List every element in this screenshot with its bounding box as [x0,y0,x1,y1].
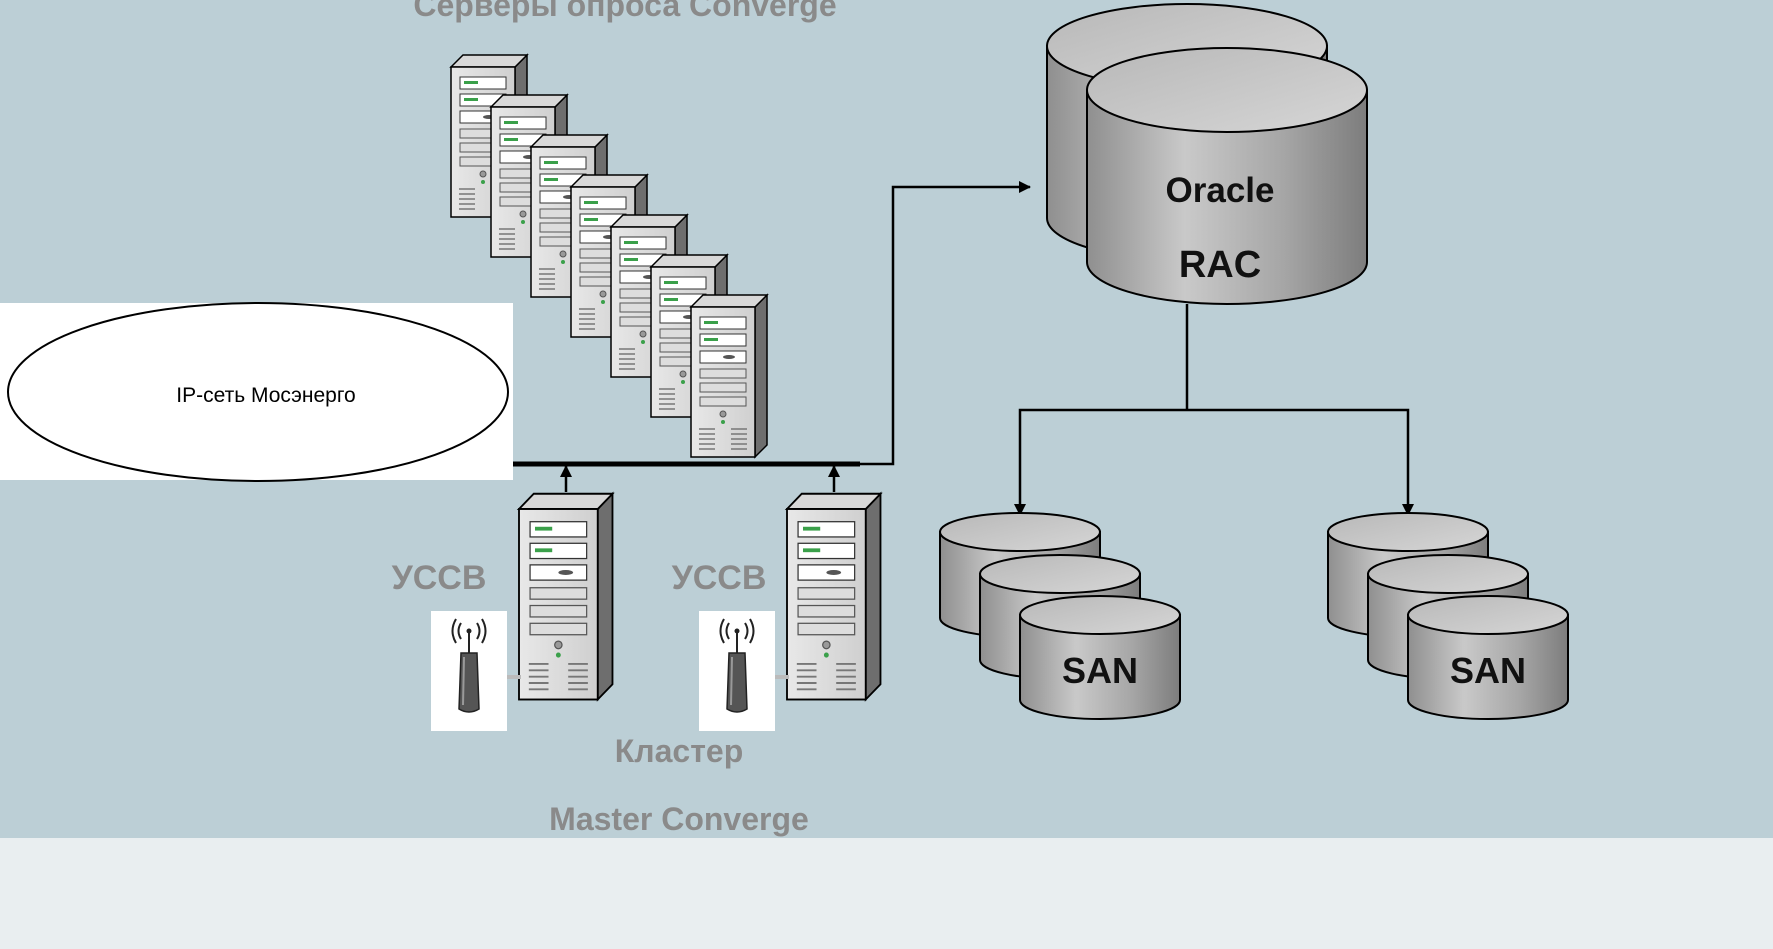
network-label: IP-сеть Мосэнерго [176,384,355,407]
oracle-to-san2-arrow [1187,408,1414,516]
database-front-icon [1086,47,1368,305]
network-ellipse [7,302,509,482]
storage-disk-icon [1019,595,1181,720]
oracle-label: Oracle [1166,171,1275,210]
antenna-icon [430,610,508,732]
oracle-to-san1-arrow [1014,408,1187,516]
node-label-1: УССВ [392,559,487,597]
node-label-2: УССВ [672,559,767,597]
server-icon [690,294,768,458]
san-storage-2: SAN [1327,512,1569,720]
cluster-label: Кластер [615,733,743,769]
network-bus [513,181,1031,492]
san-label-1: SAN [1062,650,1138,691]
bottom-strip [0,838,1773,949]
san-label-2: SAN [1450,650,1526,691]
polling-servers-title: Серверы опроса Converge [413,0,836,23]
san-storage-1: SAN [939,512,1181,720]
master-converge-label: Master Converge [549,801,809,837]
rac-label: RAC [1179,244,1261,286]
cluster-server-icon [786,492,882,701]
replication-links [1014,304,1414,516]
collector-node-2: УССВ [672,492,882,732]
storage-disk-icon [1407,595,1569,720]
ip-network: IP-сеть Мосэнерго [0,302,513,482]
bus-to-oracle-arrow [860,181,1031,466]
antenna-icon [698,610,776,732]
cluster-server-icon [518,492,614,701]
collector-node-1: УССВ [392,492,614,732]
oracle-rac-database: Oracle RAC [1046,3,1368,305]
